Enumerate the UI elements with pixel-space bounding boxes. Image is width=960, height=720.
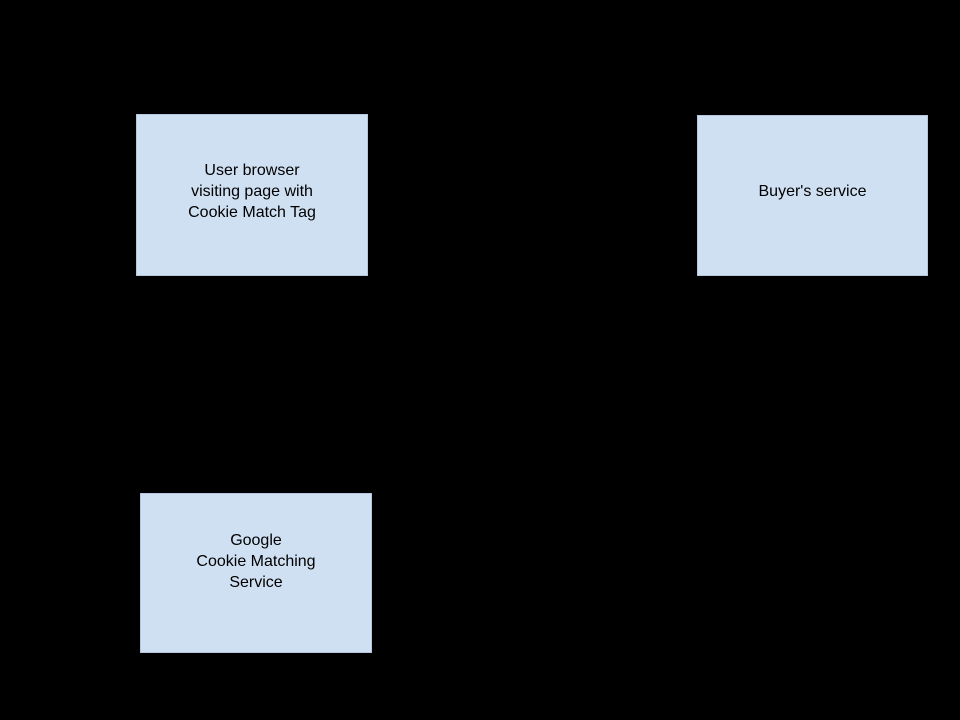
diagram-node-user-browser[interactable]: User browser visiting page with Cookie M… (136, 114, 368, 276)
diagram-node-google-cookie-matching-service-label: Google Cookie Matching Service (196, 532, 316, 591)
diagram-node-user-browser-label: User browser visiting page with Cookie M… (188, 161, 316, 221)
diagram-node-buyers-service-label: Buyer's service (758, 183, 867, 200)
diagram-node-google-cookie-matching-service[interactable]: Google Cookie Matching Service (140, 493, 372, 653)
diagram-node-buyers-service[interactable]: Buyer's service (697, 115, 928, 276)
